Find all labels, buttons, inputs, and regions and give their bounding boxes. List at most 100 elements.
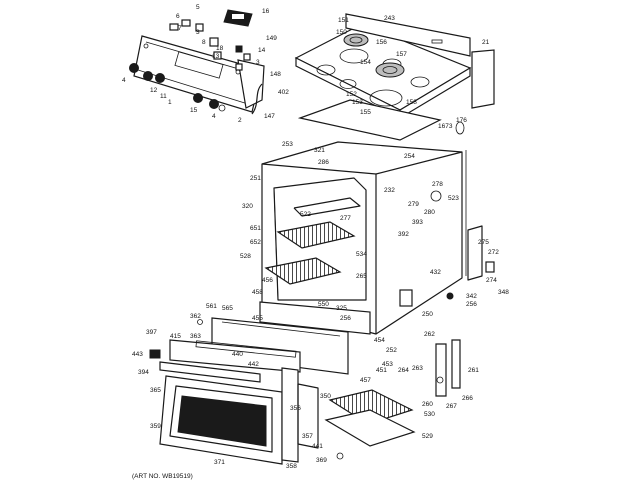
callout-18: 18 <box>216 45 224 52</box>
callout-156: 156 <box>376 39 387 46</box>
oven-racks <box>264 221 356 285</box>
callout-394: 394 <box>138 369 149 376</box>
callout-651: 651 <box>250 225 261 232</box>
control-switches <box>169 19 251 71</box>
backguard <box>345 13 471 57</box>
callout-256: 256 <box>466 301 477 308</box>
callout-3: 3 <box>256 59 260 66</box>
callout-4: 4 <box>122 77 126 84</box>
callout-3: 3 <box>196 29 200 36</box>
callout-350: 350 <box>320 393 331 400</box>
door-hinges <box>435 339 461 397</box>
callout-2: 2 <box>238 117 242 124</box>
callout-342: 342 <box>466 293 477 300</box>
callout-529: 529 <box>422 433 433 440</box>
callout-362: 362 <box>190 313 201 320</box>
callout-357: 357 <box>302 433 313 440</box>
callout-267: 267 <box>446 403 457 410</box>
callout-415: 415 <box>170 333 181 340</box>
callout-274: 274 <box>486 277 497 284</box>
callout-251: 251 <box>250 175 261 182</box>
callout-392: 392 <box>398 231 409 238</box>
callout-5: 5 <box>196 4 200 11</box>
rear-bracket <box>471 49 495 109</box>
callout-565: 565 <box>222 305 233 312</box>
callout-454: 454 <box>374 337 385 344</box>
callout-148: 148 <box>270 71 281 78</box>
callout-393: 393 <box>412 219 423 226</box>
callout-457: 457 <box>360 377 371 384</box>
callout-371: 371 <box>214 459 225 466</box>
callout-256: 256 <box>340 315 351 322</box>
cooktop-support <box>297 99 442 141</box>
callout-263: 263 <box>412 365 423 372</box>
callout-534: 534 <box>356 251 367 258</box>
callout-266: 266 <box>462 395 473 402</box>
callout-455: 455 <box>252 315 263 322</box>
callout-456: 456 <box>262 277 273 284</box>
callout-453: 453 <box>382 361 393 368</box>
art-number: (ART NO. WB19519) <box>132 473 193 480</box>
callout-402: 402 <box>278 89 289 96</box>
callout-155: 155 <box>360 109 371 116</box>
callout-363: 363 <box>190 333 201 340</box>
callout-250: 250 <box>422 311 433 318</box>
callout-1673: 1673 <box>438 123 453 130</box>
control-knobs <box>129 63 226 112</box>
broiler-pan <box>324 389 416 447</box>
callout-150: 150 <box>336 29 347 36</box>
callout-252: 252 <box>386 347 397 354</box>
callout-320: 320 <box>242 203 253 210</box>
callout-149: 149 <box>266 35 277 42</box>
callout-152: 152 <box>346 91 357 98</box>
callout-278: 278 <box>432 181 443 188</box>
callout-16: 16 <box>262 8 270 15</box>
callout-348: 348 <box>498 289 509 296</box>
callout-260: 260 <box>422 401 433 408</box>
callout-442: 442 <box>248 361 259 368</box>
callout-6: 6 <box>176 13 180 20</box>
callout-523: 523 <box>448 195 459 202</box>
callout-11: 11 <box>160 93 167 100</box>
callout-530: 530 <box>424 411 435 418</box>
door-handle <box>159 361 261 383</box>
oven-liner <box>273 177 367 301</box>
callout-441: 441 <box>312 443 323 450</box>
callout-272: 272 <box>488 249 499 256</box>
callout-279: 279 <box>408 201 419 208</box>
callout-262: 262 <box>424 331 435 338</box>
wire-harness <box>251 83 263 115</box>
callout-12: 12 <box>150 87 158 94</box>
callout-440: 440 <box>232 351 243 358</box>
callout-451: 451 <box>376 367 387 374</box>
callout-277: 277 <box>340 215 351 222</box>
callout-4: 4 <box>212 113 216 120</box>
callout-359: 359 <box>150 423 161 430</box>
callout-154: 154 <box>360 59 371 66</box>
callout-153: 153 <box>352 99 363 106</box>
callout-325: 325 <box>336 305 347 312</box>
callout-528: 528 <box>240 253 251 260</box>
oven-door <box>159 375 283 465</box>
callout-21: 21 <box>482 39 490 46</box>
callout-280: 280 <box>424 209 435 216</box>
callout-15: 15 <box>190 107 198 114</box>
callout-365: 365 <box>150 387 161 394</box>
small-parts <box>149 121 495 460</box>
callout-358: 358 <box>286 463 297 470</box>
callout-443: 443 <box>132 351 143 358</box>
callout-458: 458 <box>252 289 263 296</box>
door-inner-panel <box>169 339 301 373</box>
callout-265: 265 <box>356 273 367 280</box>
callout-397: 397 <box>146 329 157 336</box>
callout-652: 652 <box>250 239 261 246</box>
callout-254: 254 <box>404 153 415 160</box>
callout-286: 286 <box>318 159 329 166</box>
callout-8: 8 <box>202 39 206 46</box>
callout-275: 275 <box>478 239 489 246</box>
callout-147: 147 <box>264 113 275 120</box>
callout-432: 432 <box>430 269 441 276</box>
callout-14: 14 <box>258 47 266 54</box>
